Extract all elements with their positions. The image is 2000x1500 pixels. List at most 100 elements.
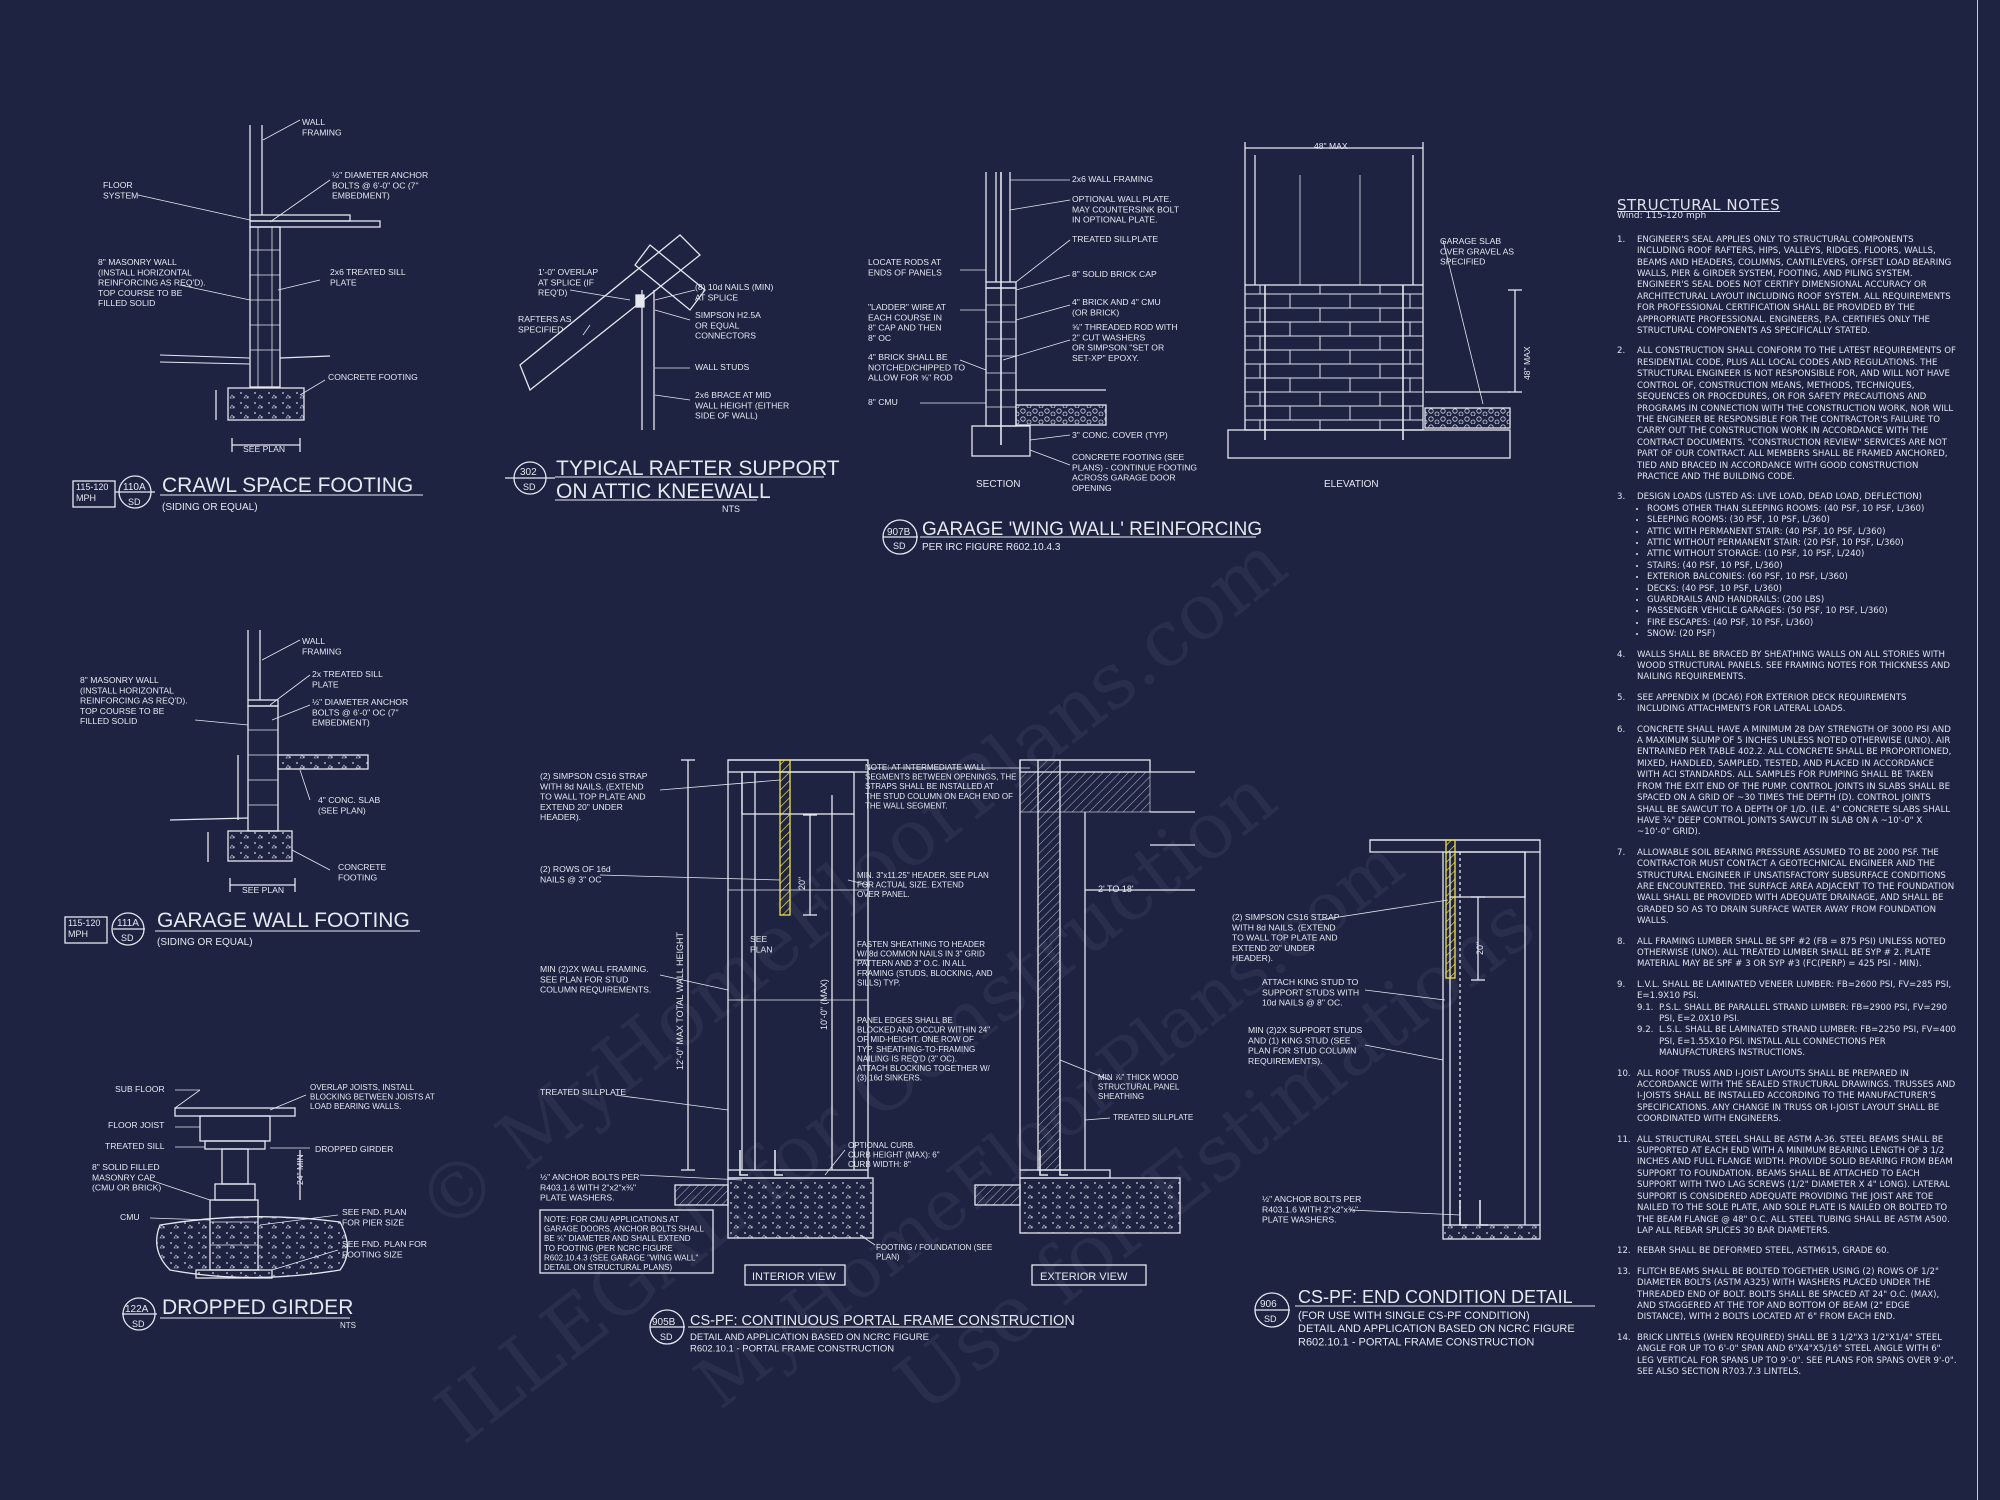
detail-907b-section bbox=[920, 172, 1107, 466]
label-905b-number: 905B bbox=[652, 1317, 676, 1328]
label-907b-brick-cap: 8" SOLID BRICK CAP bbox=[1072, 269, 1157, 279]
label-907b-cover: 3" CONC. COVER (TYP) bbox=[1072, 430, 1168, 440]
detail-111a-garage-wall-footing bbox=[169, 630, 369, 892]
label-905b-interior: INTERIOR VIEW bbox=[752, 1271, 836, 1283]
detail-907b-elevation bbox=[1227, 142, 1522, 459]
title-302-line1: TYPICAL RAFTER SUPPORT bbox=[556, 457, 840, 480]
label-122a-subfloor: SUB FLOOR bbox=[115, 1084, 165, 1094]
label-905b-height10: 10'-0" (MAX) bbox=[819, 979, 829, 1030]
structural-notes-title: STRUCTURAL NOTES bbox=[1617, 196, 1781, 214]
label-122a-cmu: CMU bbox=[120, 1212, 140, 1222]
design-load-item: DECKS: (40 PSF, 10 PSF, L/360) bbox=[1647, 584, 1957, 595]
label-905b-d20: 20" bbox=[797, 877, 807, 890]
subtitle-906: (FOR USE WITH SINGLE CS-PF CONDITION)DET… bbox=[1298, 1310, 1575, 1348]
structural-note-number: 13. bbox=[1617, 1266, 1631, 1277]
structural-subnote: 9.2.L.S.L. SHALL BE LAMINATED STRAND LUM… bbox=[1637, 1025, 1957, 1059]
label-905b-curb: OPTIONAL CURB.CURB HEIGHT (MAX): 6"CURB … bbox=[848, 1141, 940, 1169]
detail-905b-exterior bbox=[974, 759, 1195, 1234]
subtitle-907b: PER IRC FIGURE R602.10.4.3 bbox=[922, 542, 1061, 553]
label-122a-number: 122A bbox=[125, 1304, 149, 1315]
label-907b-elevation: ELEVATION bbox=[1324, 479, 1379, 490]
structural-note: 11. ALL STRUCTURAL STEEL SHALL BE ASTM A-… bbox=[1617, 1135, 1957, 1238]
label-905b-span: 2' TO 18' bbox=[1098, 884, 1134, 894]
structural-note-number: 12. bbox=[1617, 1246, 1631, 1257]
structural-note-text: DESIGN LOADS (LISTED AS: LIVE LOAD, DEAD… bbox=[1637, 492, 1957, 640]
structural-note-number: 11. bbox=[1617, 1134, 1631, 1145]
structural-note-number: 9. bbox=[1617, 979, 1626, 990]
structural-note-number: 4. bbox=[1617, 649, 1626, 660]
design-load-item: FIRE ESCAPES: (40 PSF, 10 PSF, L/360) bbox=[1647, 618, 1957, 629]
label-907b-cmu: 4" BRICK AND 4" CMU(OR BRICK) bbox=[1072, 297, 1161, 317]
design-loads-list: ROOMS OTHER THAN SLEEPING ROOMS: (40 PSF… bbox=[1637, 504, 1957, 641]
structural-note: 7.ALLOWABLE SOIL BEARING PRESSURE ASSUME… bbox=[1617, 848, 1957, 928]
structural-note-text: ALL STRUCTURAL STEEL SHALL BE ASTM A-36.… bbox=[1637, 1134, 1953, 1236]
title-111a: GARAGE WALL FOOTING bbox=[157, 909, 410, 932]
structural-notes-wind: Wind: 115-120 mph bbox=[1617, 211, 1707, 222]
label-907b-sheet: SD bbox=[893, 541, 906, 551]
detail-110a-crawl-space-footing bbox=[137, 119, 381, 452]
label-907b-max48v: 48" MAX bbox=[1522, 346, 1532, 380]
structural-note-text: WALLS SHALL BE BRACED BY SHEATHING WALLS… bbox=[1637, 649, 1951, 683]
label-111a-sheet: SD bbox=[121, 933, 134, 943]
label-905b-sheet: SD bbox=[660, 1332, 673, 1342]
title-302-line2: ON ATTIC KNEEWALL bbox=[556, 480, 771, 503]
label-111a-see-plan-h: SEE PLAN bbox=[242, 885, 284, 895]
label-907b-number: 907B bbox=[887, 527, 911, 538]
label-905b-sillplate: TREATED SILLPLATE bbox=[540, 1087, 626, 1097]
structural-note-number: 1. bbox=[1617, 234, 1626, 245]
structural-note: 3.DESIGN LOADS (LISTED AS: LIVE LOAD, DE… bbox=[1617, 492, 1957, 640]
label-302-studs: WALL STUDS bbox=[695, 362, 750, 372]
label-122a-min24: 24" MIN bbox=[295, 1154, 305, 1185]
structural-note-text: FLITCH BEAMS SHALL BE BOLTED TOGETHER US… bbox=[1637, 1266, 1940, 1323]
label-111a-slab: 4" CONC. SLAB(SEE PLAN) bbox=[318, 795, 381, 815]
structural-note-text: ALL FRAMING LUMBER SHALL BE SPF #2 (Fb =… bbox=[1637, 936, 1946, 970]
structural-note-text: ALL CONSTRUCTION SHALL CONFORM TO THE LA… bbox=[1637, 346, 1956, 482]
design-load-item: ATTIC WITH PERMANENT STAIR: (40 PSF, 10 … bbox=[1647, 527, 1957, 538]
design-load-item: ROOMS OTHER THAN SLEEPING ROOMS: (40 PSF… bbox=[1647, 504, 1957, 515]
label-122a-sill: TREATED SILL bbox=[105, 1141, 165, 1151]
subtitle-111a: (SIDING OR EQUAL) bbox=[157, 937, 253, 948]
structural-note: 1.ENGINEER'S SEAL APPLIES ONLY TO STRUCT… bbox=[1617, 235, 1957, 338]
label-302-number: 302 bbox=[520, 467, 537, 478]
label-110a-see-plan-h: SEE PLAN bbox=[243, 444, 285, 454]
detail-906-end-condition bbox=[1319, 839, 1541, 1240]
label-122a-sheet: SD bbox=[132, 1319, 145, 1329]
structural-note: 2.ALL CONSTRUCTION SHALL CONFORM TO THE … bbox=[1617, 346, 1957, 483]
design-load-item: ATTIC WITHOUT STORAGE: (10 PSF, 10 PSF, … bbox=[1647, 549, 1957, 560]
detail-title-bubbles bbox=[64, 461, 1290, 1345]
structural-note-text: ALLOWABLE SOIL BEARING PRESSURE ASSUMED … bbox=[1637, 847, 1955, 927]
structural-note-number: 8. bbox=[1617, 936, 1626, 947]
structural-note: 13. FLITCH BEAMS SHALL BE BOLTED TOGETHER… bbox=[1617, 1267, 1957, 1324]
label-110a-sheet: SD bbox=[128, 497, 141, 507]
structural-note-number: 5. bbox=[1617, 692, 1626, 703]
label-906-d20: 20" bbox=[1475, 942, 1485, 955]
label-905b-exterior: EXTERIOR VIEW bbox=[1040, 1271, 1128, 1283]
design-load-item: STAIRS: (40 PSF, 10 PSF, L/360) bbox=[1647, 561, 1957, 572]
structural-note-text: SEE APPENDIX M (DCA6) FOR EXTERIOR DECK … bbox=[1637, 692, 1907, 715]
structural-note: 6.CONCRETE SHALL HAVE A MINIMUM 28 DAY S… bbox=[1617, 725, 1957, 839]
design-load-item: SLEEPING ROOMS: (30 PSF, 10 PSF, L/360) bbox=[1647, 515, 1957, 526]
